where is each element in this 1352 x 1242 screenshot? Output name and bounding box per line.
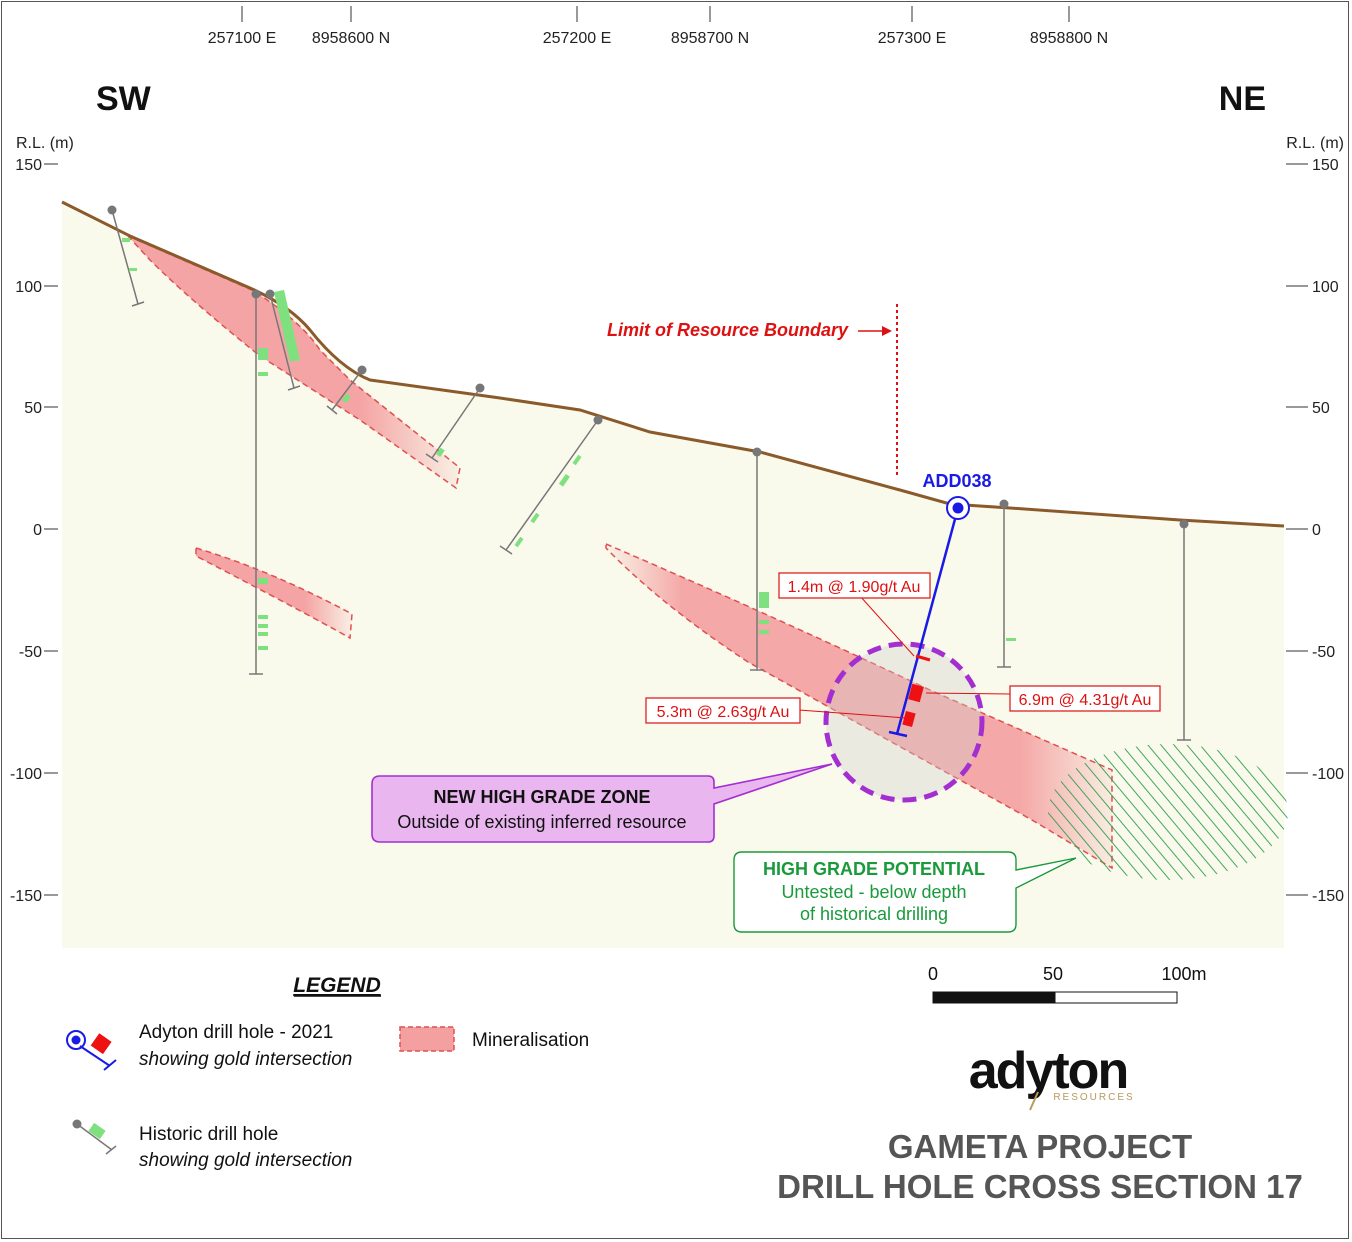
axis-left-tick-minus50: -50 xyxy=(19,644,42,661)
high-grade-potential-zone xyxy=(1048,744,1288,880)
historic-drill-holes xyxy=(107,205,1191,741)
high-grade-potential-callout: HIGH GRADE POTENTIAL Untested - below de… xyxy=(733,851,1077,933)
potential-line-2: of historical drilling xyxy=(800,904,948,924)
intersection-labels: 1.4m @ 1.90g/t Au 6.9m @ 4.31g/t Au 5.3m… xyxy=(645,572,1161,724)
adyton-logo: adyton RESOURCES xyxy=(969,1042,1134,1111)
legend-adyton-line-1: Adyton drill hole - 2021 xyxy=(139,1022,333,1043)
grid-label-8958700n: 8958700 N xyxy=(671,30,749,47)
legend-historic-hole-icon xyxy=(72,1119,117,1155)
legend-mineralisation-swatch xyxy=(399,1026,455,1052)
axis-right-tick-minus150: -150 xyxy=(1312,888,1344,905)
historic-hole-9 xyxy=(1177,519,1191,741)
legend-mineralisation-label: Mineralisation xyxy=(472,1030,589,1051)
historic-hole-3 xyxy=(265,289,301,391)
title-line-2: DRILL HOLE CROSS SECTION 17 xyxy=(777,1168,1303,1205)
legend-adyton-line-2: showing gold intersection xyxy=(139,1049,352,1070)
historic-hole-6 xyxy=(499,415,603,555)
grid-label-257300e: 257300 E xyxy=(878,30,947,47)
direction-ne: NE xyxy=(1219,80,1266,118)
historic-hole-4 xyxy=(326,365,367,415)
historic-hole-1 xyxy=(107,205,145,307)
historic-hole-5 xyxy=(425,383,485,463)
axis-title-right: R.L. (m) xyxy=(1286,135,1344,152)
potential-line-1: Untested - below depth xyxy=(781,882,966,902)
axis-right-tick-150: 150 xyxy=(1312,157,1339,174)
title-line-1: GAMETA PROJECT xyxy=(888,1128,1192,1165)
intersection-label-2: 6.9m @ 4.31g/t Au xyxy=(1019,692,1152,709)
axis-left-tick-minus150: -150 xyxy=(10,888,42,905)
scale-label-0: 0 xyxy=(928,964,938,984)
legend-adyton-hole-icon xyxy=(66,1030,117,1071)
axis-left-tick-50: 50 xyxy=(24,400,42,417)
axis-title-left: R.L. (m) xyxy=(16,135,74,152)
new-zone-subtitle: Outside of existing inferred resource xyxy=(397,812,686,832)
direction-sw: SW xyxy=(96,80,152,118)
new-high-grade-zone-callout: NEW HIGH GRADE ZONE Outside of existing … xyxy=(371,763,833,843)
drill-hole-label: ADD038 xyxy=(922,471,991,491)
axis-right-tick-minus100: -100 xyxy=(1312,766,1344,783)
adyton-drill-hole-add038 xyxy=(888,496,970,738)
axis-right-tick-0: 0 xyxy=(1312,522,1321,539)
axis-right-tick-minus50: -50 xyxy=(1312,644,1335,661)
scale-label-100m: 100m xyxy=(1161,964,1206,984)
resource-boundary-label: Limit of Resource Boundary xyxy=(607,320,849,340)
grid-label-257200e: 257200 E xyxy=(543,30,612,47)
mineralisation-main-lens xyxy=(605,542,1113,870)
axis-right-tick-50: 50 xyxy=(1312,400,1330,417)
legend-historic-line-1: Historic drill hole xyxy=(139,1124,278,1145)
potential-title: HIGH GRADE POTENTIAL xyxy=(763,859,985,879)
intersection-label-1: 1.4m @ 1.90g/t Au xyxy=(788,579,921,596)
historic-hole-7 xyxy=(750,447,769,671)
axis-left-tick-0: 0 xyxy=(33,522,42,539)
axis-left-tick-100: 100 xyxy=(15,279,42,296)
legend-historic-line-2: showing gold intersection xyxy=(139,1150,352,1171)
legend-heading: LEGEND xyxy=(293,974,381,997)
grid-label-257100e: 257100 E xyxy=(208,30,277,47)
resource-boundary-arrow-icon xyxy=(858,326,892,336)
historic-hole-2 xyxy=(249,289,268,675)
grid-coordinate-labels: 257100 E 8958600 N 257200 E 8958700 N 25… xyxy=(208,6,1108,47)
historic-hole-8 xyxy=(997,499,1016,668)
scale-label-50: 50 xyxy=(1043,964,1063,984)
axis-right-tick-100: 100 xyxy=(1312,279,1339,296)
axis-left: 150 100 50 0 -50 -100 -150 xyxy=(10,157,58,905)
logo-word: adyton xyxy=(969,1042,1127,1100)
axis-left-tick-minus100: -100 xyxy=(10,766,42,783)
axis-left-tick-150: 150 xyxy=(15,157,42,174)
new-zone-title: NEW HIGH GRADE ZONE xyxy=(433,787,650,807)
grid-label-8958600n: 8958600 N xyxy=(312,30,390,47)
legend: LEGEND Adyton drill hole - 2021 showing … xyxy=(66,974,589,1171)
intersection-label-3: 5.3m @ 2.63g/t Au xyxy=(657,704,790,721)
axis-right: 150 100 50 0 -50 -100 -150 xyxy=(1286,157,1344,905)
mineralisation-bodies xyxy=(127,235,1113,870)
mineralisation-left-lens xyxy=(195,546,353,640)
logo-sub: RESOURCES xyxy=(1053,1092,1134,1103)
grid-label-8958800n: 8958800 N xyxy=(1030,30,1108,47)
scale-bar: 0 50 100m xyxy=(928,964,1207,1004)
